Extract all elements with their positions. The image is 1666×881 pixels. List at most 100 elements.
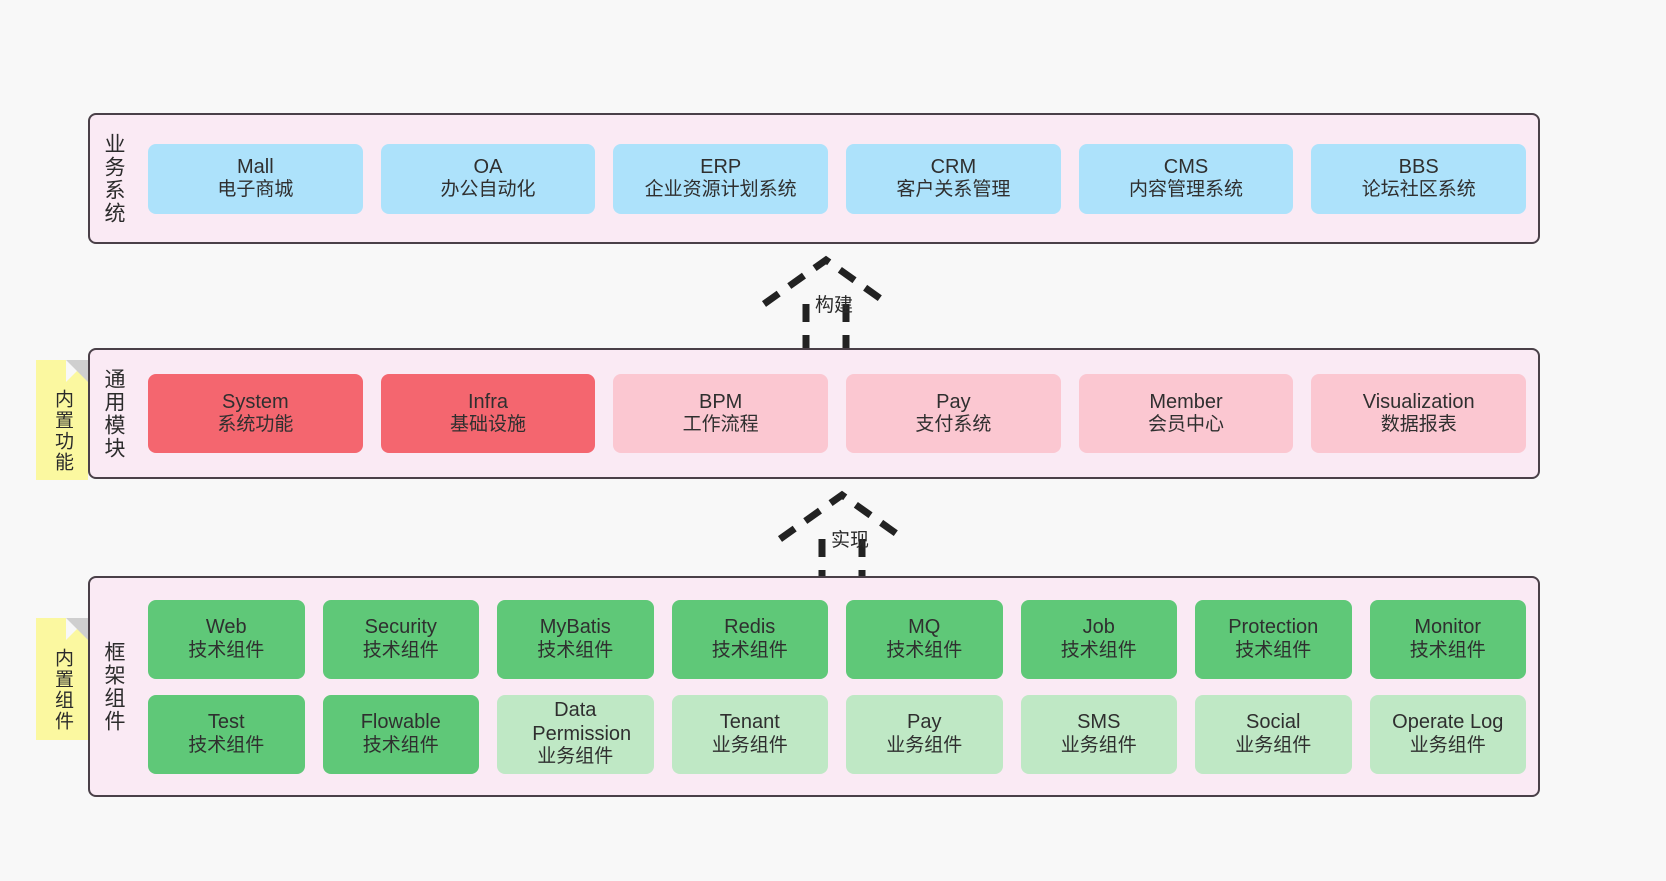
node-pay-business[interactable]: Pay 业务组件 — [846, 694, 1003, 774]
node-flowable[interactable]: Flowable 技术组件 — [322, 694, 479, 774]
layer-framework-components: 框架组件 Web 技术组件 Security 技术组件 MyBatis 技术组件… — [88, 576, 1540, 797]
node-label-en: OA — [473, 155, 503, 178]
node-label-en: BPM — [699, 390, 743, 413]
node-label-cn: 内容管理系统 — [1129, 179, 1244, 201]
layer-business-systems: 业务系统 Mall 电子商城 OA 办公自动化 ERP 企业资源计划系统 CRM… — [88, 113, 1540, 244]
node-label-cn: 技术组件 — [537, 639, 614, 661]
node-label-en: Data Permission — [532, 699, 632, 745]
node-label-cn: 工作流程 — [682, 414, 759, 436]
node-redis[interactable]: Redis 技术组件 — [671, 599, 828, 679]
node-label-cn: 业务组件 — [537, 746, 614, 768]
node-label-cn: 业务组件 — [711, 734, 788, 756]
node-label-cn: 会员中心 — [1148, 414, 1225, 436]
layer-body-modules: System 系统功能 Infra 基础设施 BPM 工作流程 Pay 支付系统… — [136, 350, 1538, 477]
node-security[interactable]: Security 技术组件 — [322, 599, 479, 679]
node-test[interactable]: Test 技术组件 — [148, 694, 305, 774]
node-pay[interactable]: Pay 支付系统 — [846, 374, 1061, 453]
node-label-cn: 数据报表 — [1380, 414, 1457, 436]
node-label-cn: 业务组件 — [1060, 734, 1137, 756]
node-label-cn: 技术组件 — [711, 639, 788, 661]
layer-row: Mall 电子商城 OA 办公自动化 ERP 企业资源计划系统 CRM 客户关系… — [148, 143, 1527, 214]
node-operate-log[interactable]: Operate Log 业务组件 — [1369, 694, 1526, 774]
node-label-cn: 办公自动化 — [440, 179, 536, 201]
node-label-cn: 技术组件 — [362, 639, 439, 661]
node-label-cn: 技术组件 — [1060, 639, 1137, 661]
node-mq[interactable]: MQ 技术组件 — [846, 599, 1003, 679]
note-label: 内置组件 — [51, 648, 73, 732]
node-label-en: Protection — [1228, 616, 1319, 638]
node-label-cn: 系统功能 — [217, 414, 294, 436]
node-label-cn: 业务组件 — [886, 734, 963, 756]
node-mybatis[interactable]: MyBatis 技术组件 — [497, 599, 654, 679]
node-tenant[interactable]: Tenant 业务组件 — [671, 694, 828, 774]
node-label-en: MQ — [908, 616, 941, 638]
node-bbs[interactable]: BBS 论坛社区系统 — [1311, 143, 1527, 214]
node-label-cn: 技术组件 — [1235, 639, 1312, 661]
node-erp[interactable]: ERP 企业资源计划系统 — [613, 143, 829, 214]
node-label-en: CMS — [1163, 155, 1209, 178]
node-sms[interactable]: SMS 业务组件 — [1020, 694, 1177, 774]
node-label-cn: 论坛社区系统 — [1361, 179, 1476, 201]
node-label-en: SMS — [1077, 711, 1121, 733]
node-label-cn: 企业资源计划系统 — [644, 179, 797, 201]
node-label-cn: 业务组件 — [1235, 734, 1312, 756]
arrow-build: 构建 — [742, 252, 942, 362]
note-builtin-functions: 内置功能 — [36, 360, 88, 480]
node-social[interactable]: Social 业务组件 — [1195, 694, 1352, 774]
node-job[interactable]: Job 技术组件 — [1020, 599, 1177, 679]
node-label-en: Tenant — [719, 711, 780, 733]
node-data-permission[interactable]: Data Permission 业务组件 — [497, 694, 654, 774]
node-system[interactable]: System 系统功能 — [148, 374, 363, 453]
node-crm[interactable]: CRM 客户关系管理 — [846, 143, 1061, 214]
layer-body-framework: Web 技术组件 Security 技术组件 MyBatis 技术组件 Redi… — [136, 578, 1538, 795]
node-bpm[interactable]: BPM 工作流程 — [613, 374, 829, 453]
node-infra[interactable]: Infra 基础设施 — [380, 374, 596, 453]
node-visualization[interactable]: Visualization 数据报表 — [1311, 374, 1527, 453]
node-label-en: CRM — [930, 155, 977, 178]
node-label-cn: 客户关系管理 — [896, 179, 1011, 201]
node-cms[interactable]: CMS 内容管理系统 — [1078, 143, 1294, 214]
node-label-en: BBS — [1398, 155, 1439, 178]
node-web[interactable]: Web 技术组件 — [148, 599, 305, 679]
node-label-en: Flowable — [360, 711, 441, 733]
node-member[interactable]: Member 会员中心 — [1078, 374, 1294, 453]
layer-title-framework: 框架组件 — [102, 640, 126, 733]
node-label-cn: 基础设施 — [450, 414, 527, 436]
node-label-cn: 技术组件 — [362, 734, 439, 756]
node-label-cn: 技术组件 — [886, 639, 963, 661]
layer-body-business: Mall 电子商城 OA 办公自动化 ERP 企业资源计划系统 CRM 客户关系… — [136, 115, 1538, 242]
node-label-en: Infra — [467, 390, 509, 413]
node-label-en: Operate Log — [1392, 711, 1504, 733]
node-label-cn: 支付系统 — [915, 414, 992, 436]
node-protection[interactable]: Protection 技术组件 — [1195, 599, 1352, 679]
node-label-en: Monitor — [1414, 616, 1482, 638]
node-monitor[interactable]: Monitor 技术组件 — [1369, 599, 1526, 679]
node-label-cn: 电子商城 — [217, 179, 294, 201]
node-label-en: Pay — [907, 711, 942, 733]
node-label-cn: 技术组件 — [188, 639, 265, 661]
node-label-en: Member — [1149, 390, 1223, 413]
arrow-build-icon — [761, 255, 891, 356]
node-label-en: Visualization — [1362, 390, 1475, 413]
node-label-cn: 技术组件 — [188, 734, 265, 756]
layer-general-modules: 通用模块 System 系统功能 Infra 基础设施 BPM 工作流程 Pay… — [88, 348, 1540, 479]
layer-row: Test 技术组件 Flowable 技术组件 Data Permission … — [148, 694, 1526, 774]
node-label-cn: 技术组件 — [1409, 639, 1486, 661]
note-label: 内置功能 — [51, 389, 73, 473]
node-oa[interactable]: OA 办公自动化 — [380, 143, 596, 214]
layer-row: Web 技术组件 Security 技术组件 MyBatis 技术组件 Redi… — [148, 599, 1526, 679]
layer-row: System 系统功能 Infra 基础设施 BPM 工作流程 Pay 支付系统… — [148, 374, 1527, 453]
layer-title-modules: 通用模块 — [102, 367, 126, 460]
node-mall[interactable]: Mall 电子商城 — [148, 143, 363, 214]
node-label-en: ERP — [700, 155, 742, 178]
node-label-en: Web — [205, 616, 247, 638]
note-builtin-components: 内置组件 — [36, 618, 88, 740]
node-label-en: System — [221, 390, 289, 413]
node-label-en: Mall — [237, 155, 274, 178]
node-label-en: MyBatis — [539, 616, 611, 638]
node-label-en: Social — [1246, 711, 1301, 733]
node-label-en: Redis — [724, 616, 776, 638]
node-label-en: Pay — [936, 390, 971, 413]
layer-title-business: 业务系统 — [102, 132, 126, 225]
node-label-en: Job — [1082, 616, 1115, 638]
